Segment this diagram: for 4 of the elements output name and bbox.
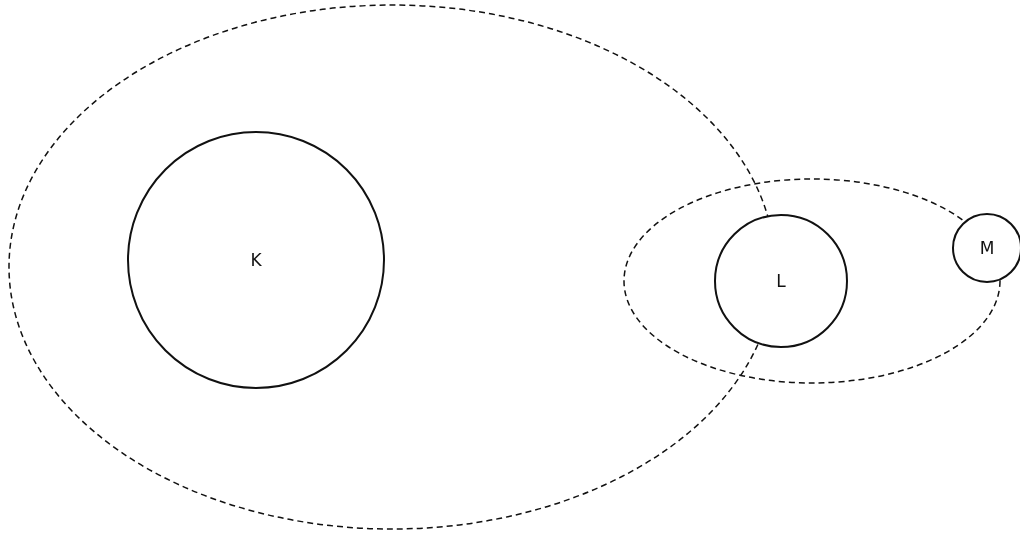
circle-node bbox=[952, 213, 1020, 283]
node-label: K bbox=[250, 250, 262, 270]
node-label: L bbox=[776, 271, 786, 291]
node-label: M bbox=[979, 238, 995, 258]
